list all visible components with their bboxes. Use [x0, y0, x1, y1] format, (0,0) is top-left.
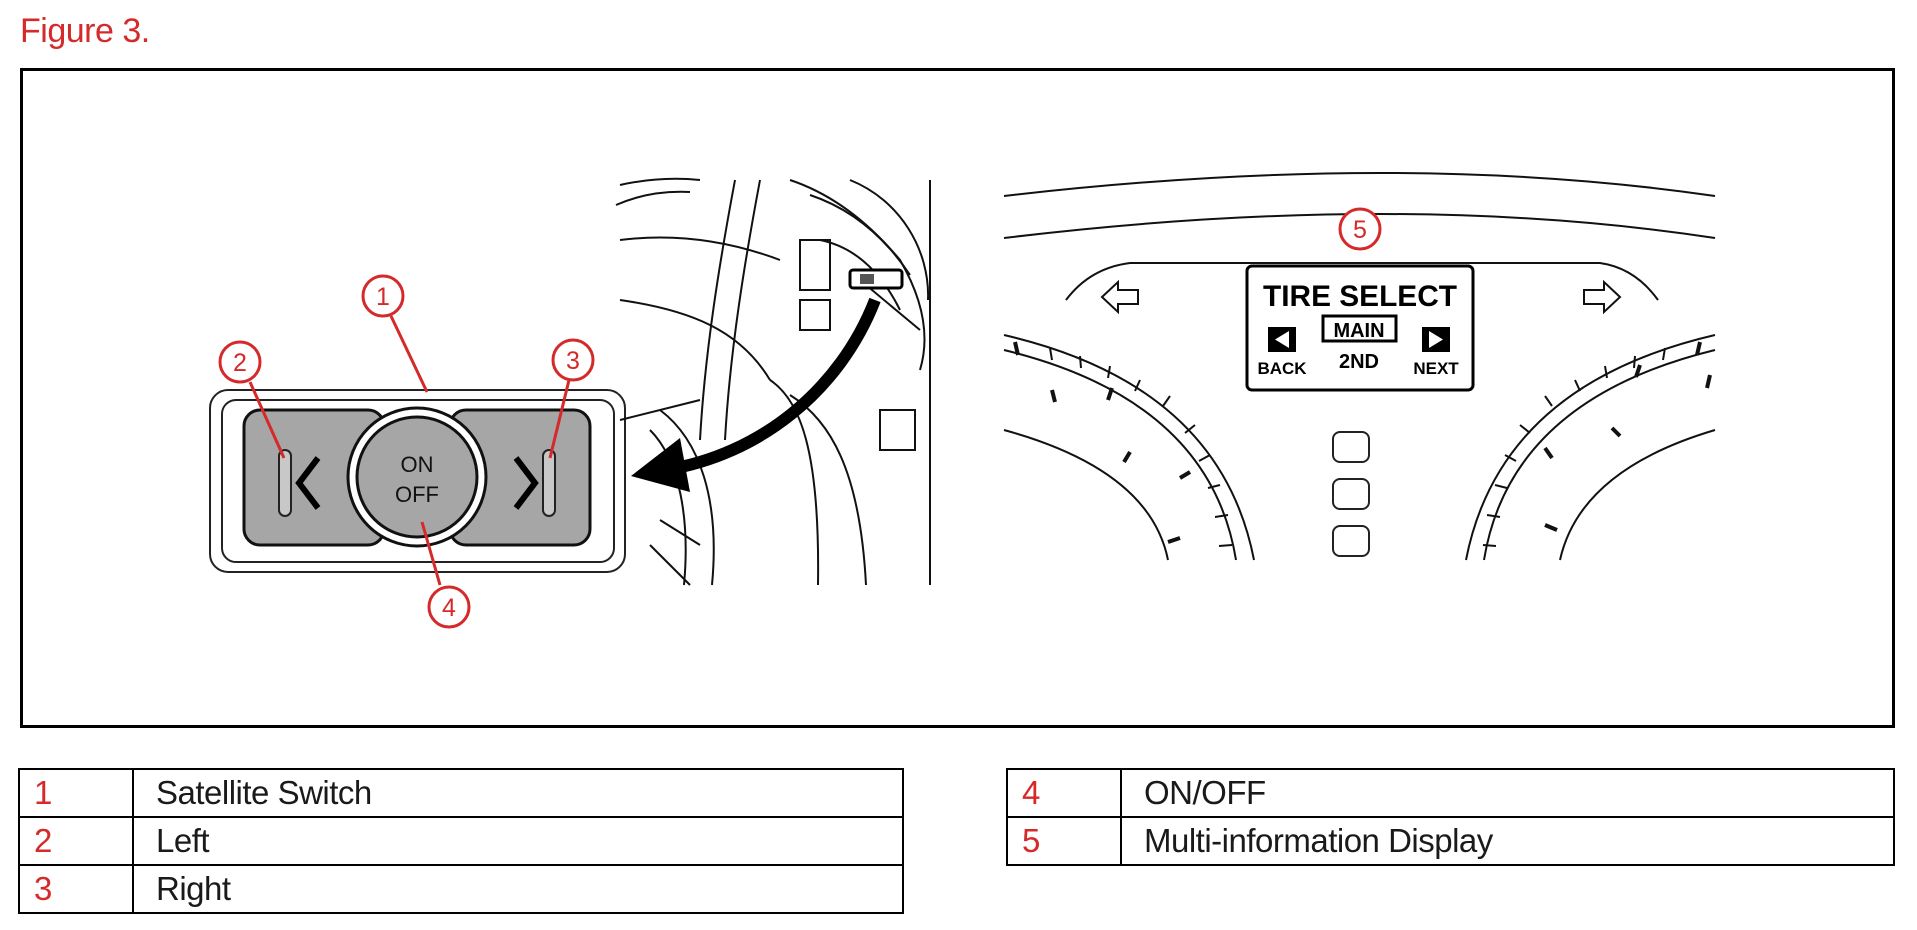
back-triangle-icon [1275, 331, 1289, 348]
cluster-indicators [1332, 431, 1370, 557]
chevron-left-icon [295, 456, 321, 510]
legend-text: Right [132, 864, 904, 914]
callout-4 [427, 585, 471, 629]
main-highlight [1321, 314, 1398, 343]
callout-2 [218, 340, 262, 384]
main-label: MAIN [1333, 320, 1384, 342]
on-label: ON [401, 452, 434, 477]
satellite-switch-location [848, 268, 904, 290]
callout-leaders [248, 315, 571, 586]
legend-number: 4 [1006, 768, 1122, 818]
multi-information-display: TIRE SELECT MAIN 2ND BACK NEXT [1245, 264, 1475, 392]
legend-number: 3 [18, 864, 134, 914]
legend-text: ON/OFF [1120, 768, 1895, 818]
off-label: OFF [395, 482, 439, 507]
arrow-left-icon [1100, 279, 1139, 315]
callout-4-number: 4 [442, 594, 456, 622]
callout-3-number: 3 [566, 347, 580, 375]
display-arrows [1100, 279, 1622, 315]
callout-3 [551, 338, 595, 382]
table-row: 3 Right [18, 864, 904, 914]
callout-markers [218, 207, 1382, 629]
table-row: 2 Left [18, 816, 904, 866]
legend-table-right: 4 ON/OFF 5 Multi-information Display [1006, 768, 1895, 866]
legend-text: Left [132, 816, 904, 866]
legend-text: Multi-information Display [1120, 816, 1895, 866]
next-triangle-icon [1429, 331, 1443, 348]
callout-5-number: 5 [1353, 216, 1367, 244]
second-label: 2ND [1339, 351, 1379, 373]
callout-1 [361, 274, 405, 318]
instrument-cluster [1003, 172, 1716, 561]
callout-2-number: 2 [233, 349, 247, 377]
steering-wheel-sketch [615, 177, 931, 586]
callout-1-number: 1 [376, 283, 390, 311]
table-row: 4 ON/OFF [1006, 768, 1895, 818]
callout-numbers: 1 2 3 4 5 [233, 216, 1367, 622]
callout-5 [1338, 207, 1382, 251]
next-label: NEXT [1413, 359, 1459, 378]
table-row: 5 Multi-information Display [1006, 816, 1895, 866]
display-title: TIRE SELECT [1263, 280, 1457, 313]
on-off-button[interactable] [355, 415, 479, 539]
gauge-ticks [1013, 341, 1712, 547]
back-label: BACK [1257, 359, 1307, 378]
chevron-right-icon [513, 456, 539, 510]
pointer-arrow [631, 297, 881, 492]
legend-table-left: 1 Satellite Switch 2 Left 3 Right [18, 768, 904, 914]
legend-number: 2 [18, 816, 134, 866]
arrow-right-icon [1583, 279, 1622, 315]
legend-number: 5 [1006, 816, 1122, 866]
figure-frame [20, 68, 1895, 728]
table-row: 1 Satellite Switch [18, 768, 904, 818]
satellite-switch: ON OFF [209, 389, 626, 573]
figure-title: Figure 3. [20, 12, 150, 50]
legend-text: Satellite Switch [132, 768, 904, 818]
legend-number: 1 [18, 768, 134, 818]
